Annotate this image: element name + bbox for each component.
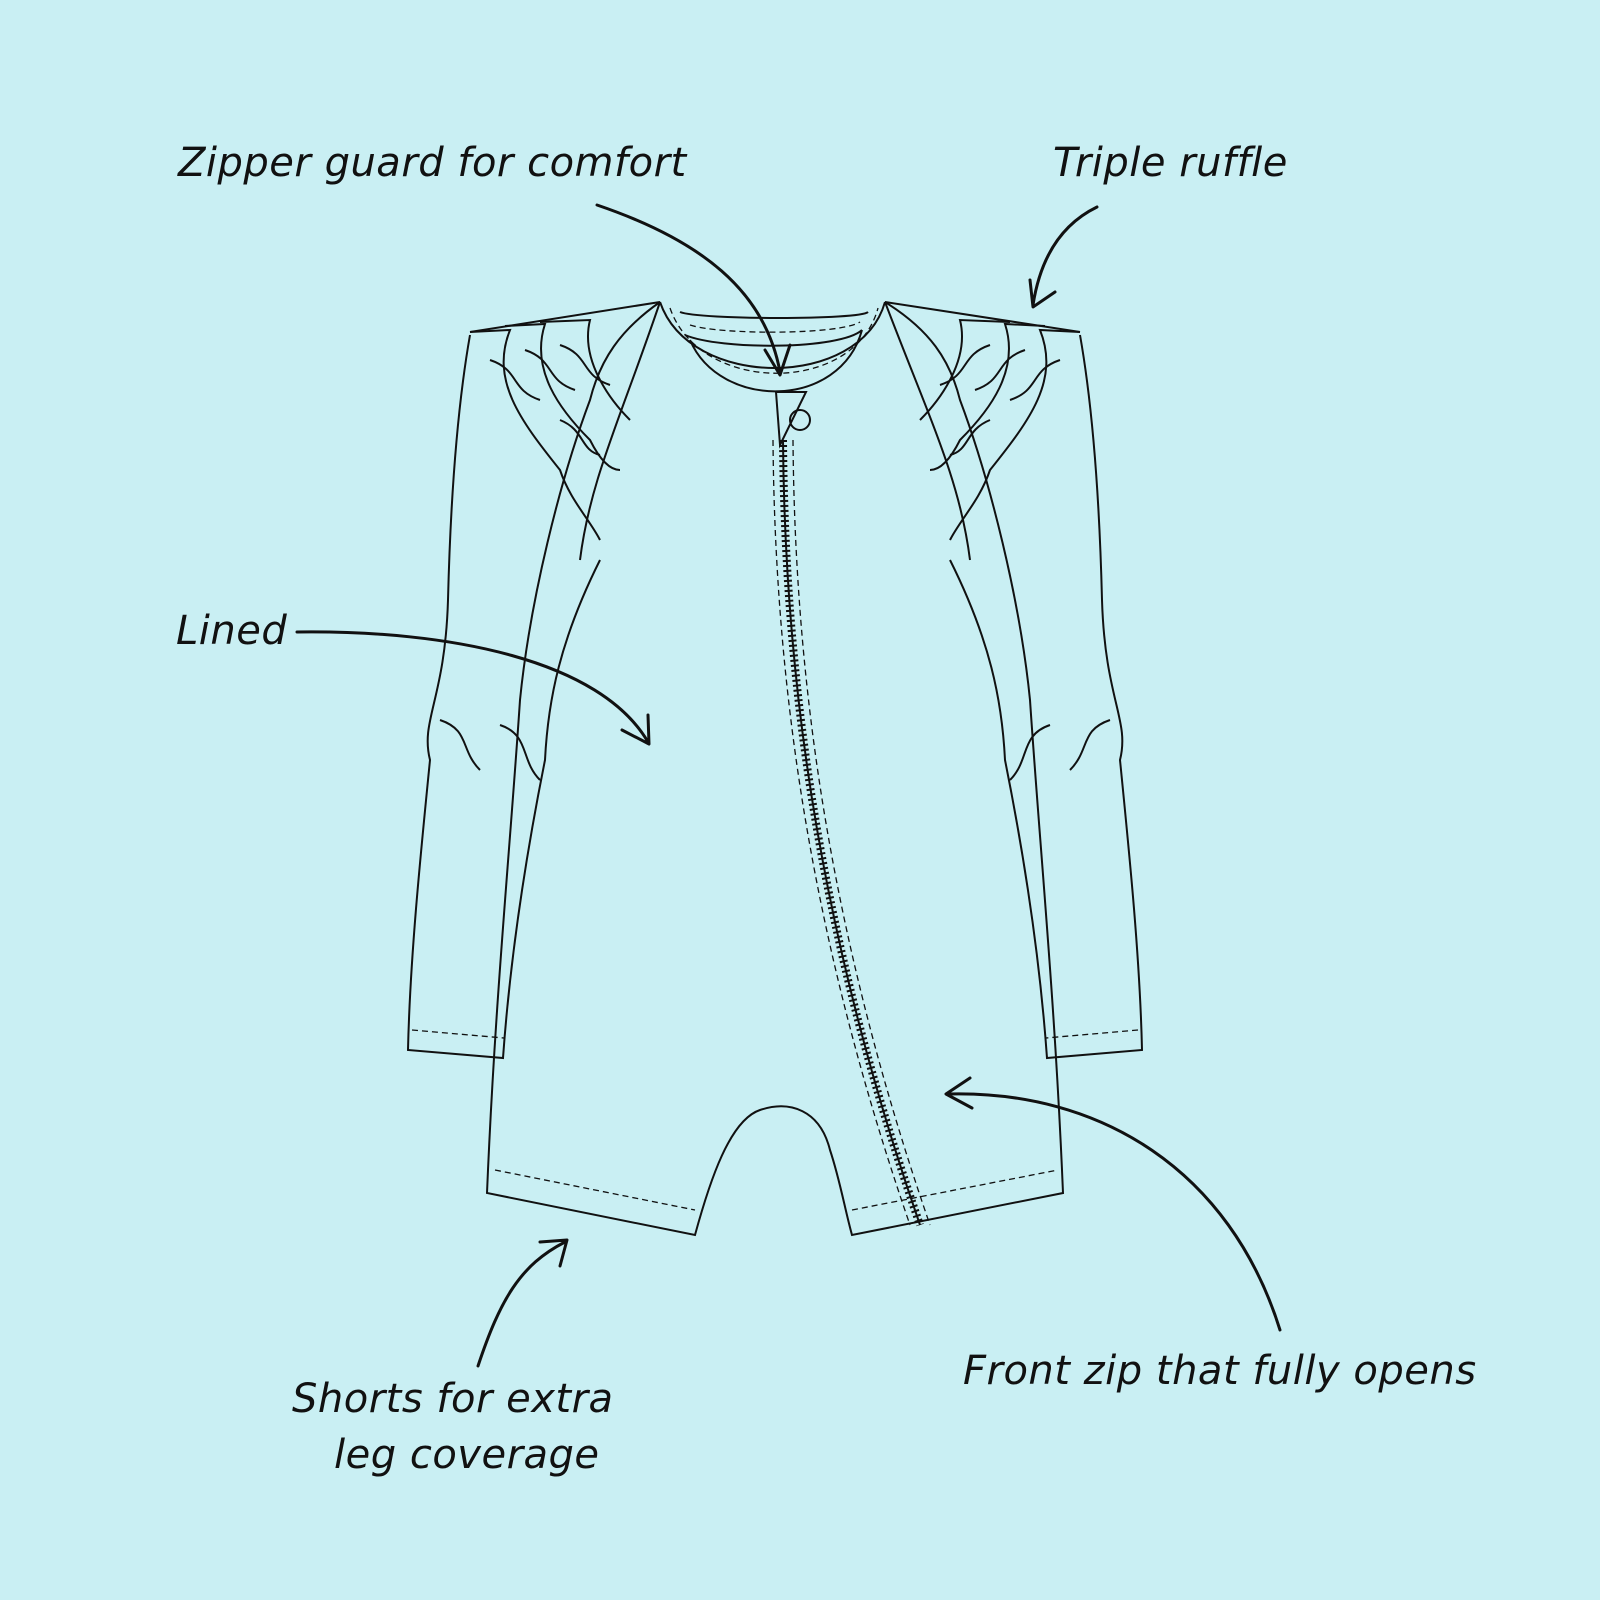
label-lined: Lined <box>176 608 288 654</box>
front-zip-arrow <box>944 1076 1282 1332</box>
zipper-guard <box>774 391 808 449</box>
label-front-zip: Front zip that fully opens <box>963 1348 1477 1394</box>
right-ruffle <box>919 318 1081 541</box>
label-shorts-line2: leg coverage <box>334 1432 600 1478</box>
left-ruffle <box>469 318 631 541</box>
zipper <box>779 439 924 1227</box>
triple-ruffle-arrow <box>1028 205 1099 309</box>
label-shorts-line1: Shorts for extra <box>292 1376 614 1422</box>
right-sleeve <box>949 334 1144 1060</box>
zipper-guard-arrow <box>595 203 792 377</box>
shorts-arrow <box>476 1238 569 1368</box>
label-triple-ruffle: Triple ruffle <box>1053 140 1288 186</box>
romper-drawing <box>406 301 1144 1237</box>
label-zipper-guard: Zipper guard for comfort <box>178 140 687 186</box>
body-outline <box>485 301 1065 1237</box>
left-sleeve <box>406 334 601 1060</box>
lined-arrow <box>295 630 651 746</box>
